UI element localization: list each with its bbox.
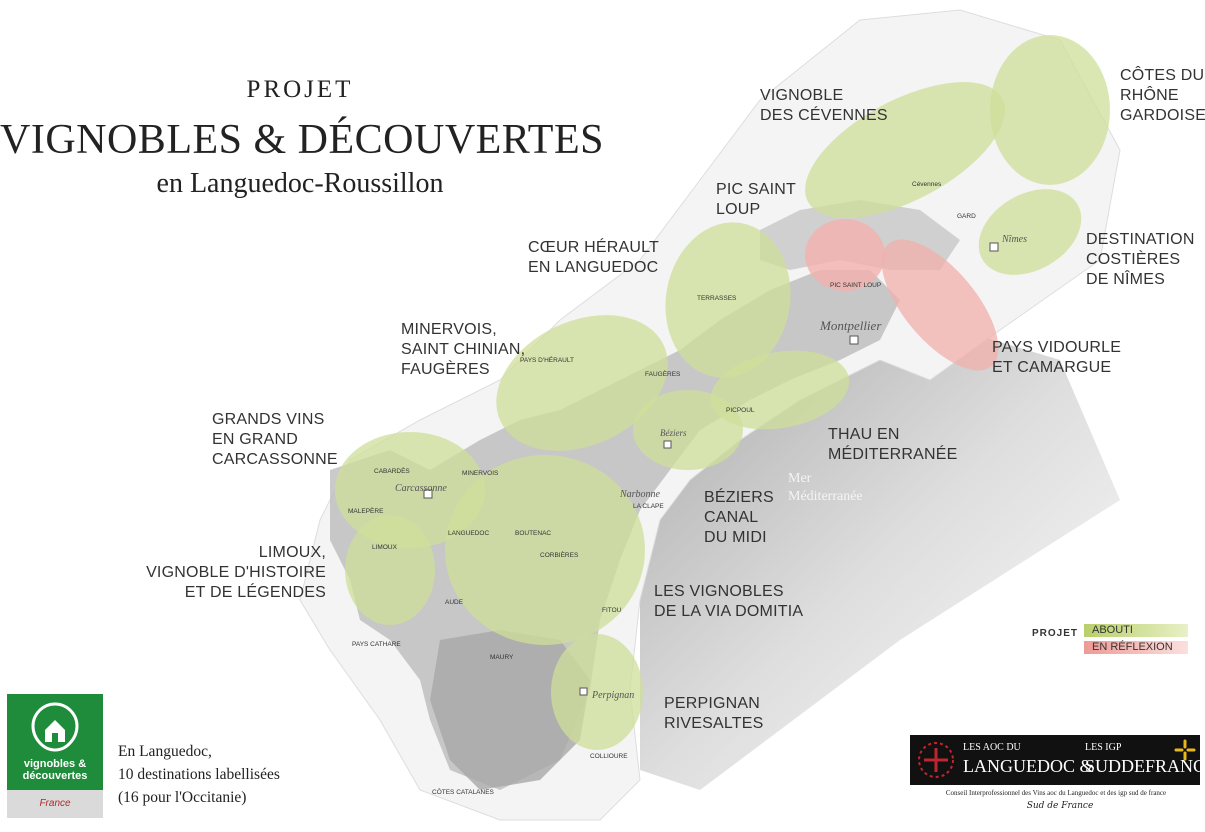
label-aoc-cabardes: CABARDÈS bbox=[374, 466, 410, 475]
label-aoc-limoux: LIMOUX bbox=[372, 544, 398, 551]
cross-emblem-icon bbox=[918, 742, 954, 778]
caption-line1: En Languedoc, bbox=[118, 743, 212, 760]
dest-perpignan: PERPIGNAN RIVESALTES bbox=[664, 695, 764, 732]
legend-abouti-label: ABOUTI bbox=[1092, 624, 1133, 636]
dest-coeur-herault: CŒUR HÉRAULT EN LANGUEDOC bbox=[528, 239, 660, 276]
label-montpellier: Montpellier bbox=[819, 318, 882, 333]
sun-star-icon bbox=[1174, 739, 1196, 761]
label-aoc-maury: MAURY bbox=[490, 654, 514, 661]
dest-cevennes: VIGNOBLE DES CÉVENNES bbox=[760, 87, 888, 124]
house-leaf-icon bbox=[31, 702, 79, 752]
label-aoc-boutenac: BOUTENAC bbox=[515, 530, 551, 537]
dest-costieres: DESTINATION COSTIÈRES DE NÎMES bbox=[1086, 231, 1195, 288]
beziers-marker bbox=[663, 440, 672, 449]
nimes-marker bbox=[989, 242, 999, 252]
label-beziers: Béziers bbox=[660, 428, 687, 438]
label-igp-herault: PAYS D'HÉRAULT bbox=[520, 355, 574, 364]
aoc-small-right: LES IGP bbox=[1085, 742, 1122, 753]
zone-cevennes bbox=[805, 82, 1005, 218]
label-aoc-languedoc: LANGUEDOC bbox=[448, 530, 489, 537]
label-aoc-fitou: FITOU bbox=[602, 607, 622, 614]
dest-beziers: BÉZIERS CANAL DU MIDI bbox=[704, 489, 774, 546]
zone-via-domitia bbox=[445, 455, 645, 645]
sea-area bbox=[640, 330, 1120, 790]
logo-text: vignobles & découvertes bbox=[22, 758, 88, 782]
zone-limoux bbox=[345, 515, 435, 625]
title-main: VIGNOBLES & DÉCOUVERTES bbox=[0, 117, 604, 163]
label-aoc-pic: PIC SAINT LOUP bbox=[830, 282, 881, 289]
dest-limoux: LIMOUX, VIGNOBLE D'HISTOIRE ET DE LÉGEND… bbox=[146, 544, 326, 601]
label-igp-cathare: PAYS CATHARE bbox=[352, 641, 401, 648]
perpignan-marker bbox=[579, 687, 588, 696]
dest-pic-saint-loup: PIC SAINT LOUP bbox=[716, 181, 797, 218]
dest-carcassonne: GRANDS VINS EN GRAND CARCASSONNE bbox=[212, 411, 338, 468]
aoc-logo: LES AOC DU LANGUEDOC & LES IGP SUDDEFRAN… bbox=[910, 735, 1205, 785]
label-aoc-minervois: MINERVOIS bbox=[462, 470, 499, 477]
label-perpignan: Perpignan bbox=[591, 690, 634, 701]
legend-reflexion-label: EN RÉFLEXION bbox=[1092, 641, 1173, 653]
label-nimes: Nîmes bbox=[1001, 234, 1027, 245]
legend-abouti-swatch: ABOUTI bbox=[1084, 624, 1188, 637]
label-igp-catalanes: CÔTES CATALANES bbox=[432, 787, 495, 796]
label-narbonne: Narbonne bbox=[619, 489, 661, 500]
aoc-big-right: SUDDEFRANCE bbox=[1085, 756, 1205, 776]
logo-france: France bbox=[7, 790, 103, 818]
dest-via-domitia: LES VIGNOBLES DE LA VIA DOMITIA bbox=[654, 583, 804, 620]
aoc-sud: Sud de France bbox=[1026, 801, 1094, 811]
zone-carcassonne bbox=[335, 432, 485, 548]
zone-perpignan bbox=[551, 634, 643, 750]
label-igp-aude: AUDE bbox=[445, 599, 464, 606]
label-aoc-faugeres: FAUGÈRES bbox=[645, 369, 681, 378]
legend-reflexion-swatch: EN RÉFLEXION bbox=[1084, 641, 1188, 654]
label-sea-1: Mer bbox=[788, 471, 812, 486]
dest-thau: THAU EN MÉDITERRANÉE bbox=[828, 426, 958, 463]
label-sea-2: Méditerranée bbox=[788, 489, 863, 504]
label-igp-gard: GARD bbox=[957, 213, 976, 220]
legend-projet: PROJET bbox=[1032, 628, 1079, 639]
title-region: en Languedoc-Roussillon bbox=[156, 168, 444, 199]
label-aoc-picpoul: PICPOUL bbox=[726, 407, 755, 414]
aoc-big-left: LANGUEDOC & bbox=[963, 756, 1094, 776]
title-projet: PROJET bbox=[246, 76, 354, 103]
label-aoc-malepere: MALEPÈRE bbox=[348, 506, 384, 515]
label-aoc-collioure: COLLIOURE bbox=[590, 753, 628, 760]
zone-pic-saint-loup bbox=[805, 219, 885, 291]
dest-minervois: MINERVOIS, SAINT CHINIAN, FAUGÈRES bbox=[401, 321, 526, 378]
label-aoc-terrasses: TERRASSES bbox=[697, 295, 737, 302]
zone-vidourle bbox=[881, 239, 999, 371]
caption: En Languedoc, 10 destinations labellisée… bbox=[118, 740, 280, 809]
label-aoc-clape: LA CLAPE bbox=[633, 503, 664, 510]
zone-costieres bbox=[978, 189, 1082, 275]
aoc-small-left: LES AOC DU bbox=[963, 742, 1021, 753]
caption-line2: 10 destinations labellisées bbox=[118, 766, 280, 783]
label-carcassonne: Carcassonne bbox=[395, 483, 447, 494]
zone-cotes-du-rhone bbox=[990, 35, 1110, 185]
roussillon-zone bbox=[430, 630, 590, 790]
zone-coeur-herault bbox=[665, 222, 791, 378]
zone-thau bbox=[710, 350, 850, 430]
label-aoc-corbieres: CORBIÈRES bbox=[540, 550, 579, 559]
dest-cotes-du-rhone: CÔTES DU RHÔNE GARDOISE bbox=[1120, 67, 1205, 124]
montpellier-marker bbox=[849, 335, 859, 345]
dest-vidourle: PAYS VIDOURLE ET CAMARGUE bbox=[992, 339, 1122, 376]
aoc-subtitle: Conseil Interprofessionnel des Vins aoc … bbox=[945, 789, 1167, 797]
zone-minervois bbox=[496, 315, 668, 451]
caption-line3: (16 pour l'Occitanie) bbox=[118, 789, 247, 806]
zone-beziers bbox=[633, 390, 743, 470]
carcassonne-marker bbox=[423, 489, 433, 499]
label-cevennes-small: Cévennes bbox=[912, 181, 942, 188]
vignobles-decouvertes-logo: vignobles & découvertes France bbox=[7, 694, 103, 818]
